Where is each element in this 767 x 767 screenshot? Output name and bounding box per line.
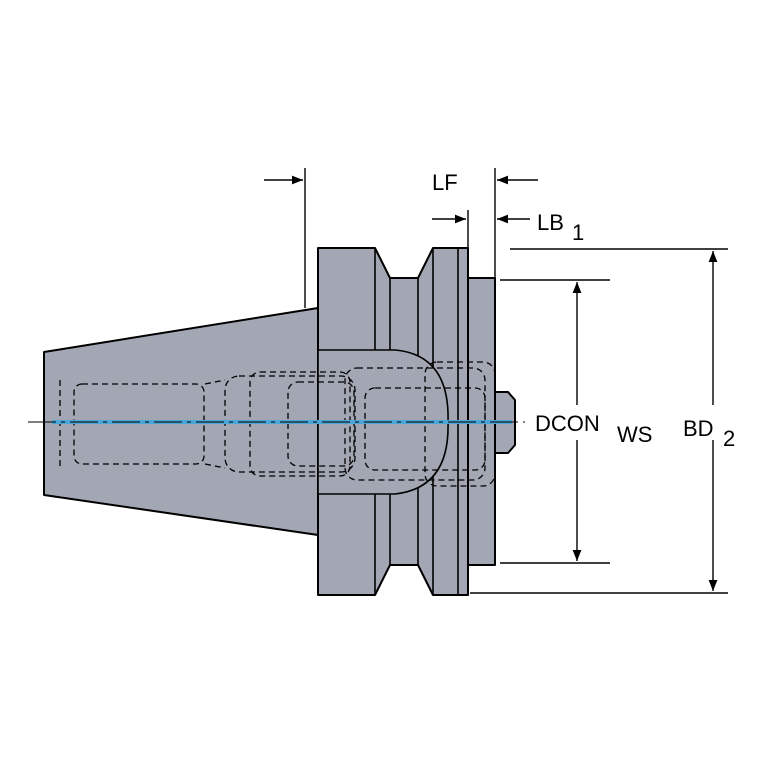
label-bd: BD bbox=[683, 416, 714, 441]
dimension-lb1 bbox=[432, 210, 530, 248]
label-lf: LF bbox=[432, 170, 458, 195]
label-dcon: DCON bbox=[535, 411, 600, 436]
label-lb: LB bbox=[537, 210, 564, 235]
dimension-dconws bbox=[500, 279, 610, 564]
label-lb-sub: 1 bbox=[572, 220, 584, 245]
dimension-bd2 bbox=[470, 248, 728, 594]
label-bd-sub: 2 bbox=[723, 426, 735, 451]
label-dcon-sub: WS bbox=[617, 422, 652, 447]
dimension-lf bbox=[264, 168, 538, 308]
